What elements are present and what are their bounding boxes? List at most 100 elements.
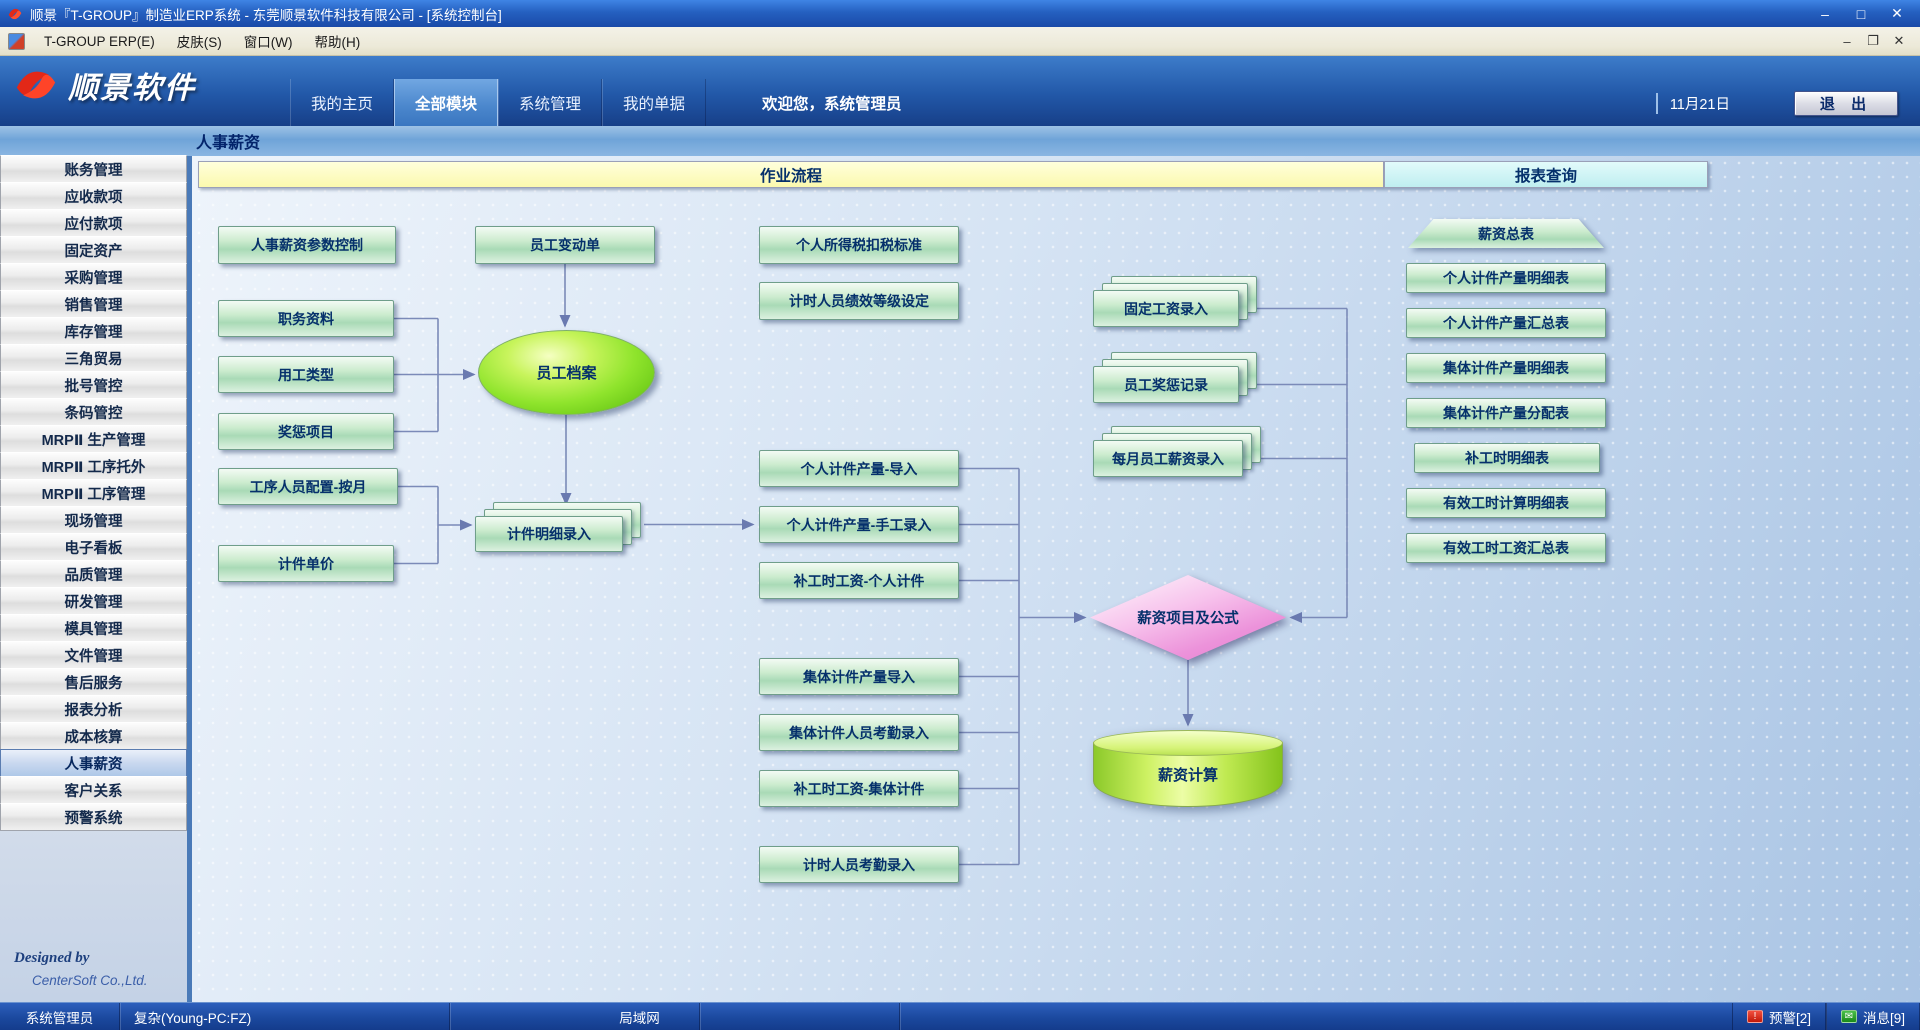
sidebar-item-batch-control[interactable]: 批号管控 (0, 371, 187, 399)
module-title: 人事薪资 (196, 135, 261, 152)
brand: 顺景软件 (10, 62, 196, 108)
flow-node-emp-reward[interactable]: 员工奖惩记录 (1093, 366, 1239, 403)
sidebar-item-report-analysis[interactable]: 报表分析 (0, 695, 187, 723)
status-messages[interactable]: ✉ 消息[9] (1825, 1003, 1920, 1030)
sidebar-item-shopfloor[interactable]: 现场管理 (0, 506, 187, 534)
status-alerts[interactable]: ! 预警[2] (1731, 1003, 1826, 1030)
tab-system-management[interactable]: 系统管理 (498, 79, 602, 126)
alerts-label: 预警[2] (1768, 1010, 1811, 1026)
flow-node-emp-file[interactable]: 员工档案 (478, 330, 655, 415)
tab-my-documents[interactable]: 我的单据 (602, 79, 706, 126)
messages-label: 消息[9] (1862, 1010, 1905, 1026)
flow-node-hourly-attend[interactable]: 计时人员考勤录入 (759, 846, 959, 883)
sidebar-item-mold[interactable]: 模具管理 (0, 614, 187, 642)
flow-node-group-attend[interactable]: 集体计件人员考勤录入 (759, 714, 959, 751)
menu-window[interactable]: 窗口(W) (243, 35, 293, 50)
sidebar-item-rnd[interactable]: 研发管理 (0, 587, 187, 615)
report-item-personal-output-summary[interactable]: 个人计件产量汇总表 (1406, 308, 1606, 338)
flow-node-piece-detail-stack: 计件明细录入 (475, 502, 641, 552)
flow-node-proc-config[interactable]: 工序人员配置-按月 (218, 468, 398, 505)
flow-node-piece-price[interactable]: 计件单价 (218, 545, 394, 582)
flow-node-reward-item[interactable]: 奖惩项目 (218, 413, 394, 450)
main-nav: 我的主页 全部模块 系统管理 我的单据 欢迎您，系统管理员 (290, 79, 902, 126)
status-bar: 系统管理员 复杂(Young-PC:FZ) 局域网 ! 预警[2] ✉ 消息[9… (0, 1002, 1920, 1030)
sidebar-item-e-kanban[interactable]: 电子看板 (0, 533, 187, 561)
flow-node-salary-calc[interactable]: 薪资计算 (1093, 730, 1283, 807)
tab-my-home[interactable]: 我的主页 (290, 79, 394, 126)
flow-node-emp-type[interactable]: 用工类型 (218, 356, 394, 393)
app-logo-icon (8, 8, 22, 19)
flowchart-canvas: 作业流程 报表查询 人事薪资参数控制 员工变动单 个人所得税扣税标准 计时人员绩… (192, 156, 1920, 1002)
flow-node-fixed-salary[interactable]: 固定工资录入 (1093, 290, 1239, 327)
sidebar-item-mrp2-outsourcing[interactable]: MRPⅡ 工序托外 (0, 452, 187, 480)
menu-bar: T-GROUP ERP(E) 皮肤(S) 窗口(W) 帮助(H) – ❐ ✕ (0, 27, 1920, 56)
date-label: 11月21日 (1655, 93, 1730, 114)
mdi-close-button[interactable]: ✕ (1893, 33, 1905, 48)
report-item-personal-output-detail[interactable]: 个人计件产量明细表 (1406, 263, 1606, 293)
flow-node-personal-manual[interactable]: 个人计件产量-手工录入 (759, 506, 959, 543)
sidebar-item-receivables[interactable]: 应收款项 (0, 182, 187, 210)
report-item-extra-hours-detail[interactable]: 补工时明细表 (1414, 443, 1600, 473)
report-item-salary-summary[interactable]: 薪资总表 (1408, 219, 1604, 248)
sidebar-item-alert-system[interactable]: 预警系统 (0, 803, 187, 831)
company-text: CenterSoft Co.,Ltd. (32, 973, 148, 988)
designed-by-text: Designed by (14, 950, 90, 966)
menu-tgroup-erp[interactable]: T-GROUP ERP(E) (44, 33, 155, 49)
menu-help[interactable]: 帮助(H) (314, 35, 361, 50)
flow-node-monthly-salary[interactable]: 每月员工薪资录入 (1093, 440, 1243, 477)
sidebar-item-hr-payroll[interactable]: 人事薪资 (0, 749, 187, 777)
status-network: 局域网 (580, 1003, 700, 1030)
sidebar-item-inventory[interactable]: 库存管理 (0, 317, 187, 345)
flow-node-salary-formula[interactable]: 薪资项目及公式 (1090, 575, 1286, 660)
flow-node-emp-reward-stack: 员工奖惩记录 (1093, 352, 1257, 403)
flow-node-piece-detail[interactable]: 计件明细录入 (475, 516, 623, 552)
window-minimize-button[interactable]: – (1821, 5, 1829, 22)
sidebar-item-sales[interactable]: 销售管理 (0, 290, 187, 318)
flow-node-job-info[interactable]: 职务资料 (218, 300, 394, 337)
sidebar-item-mrp2-process[interactable]: MRPⅡ 工序管理 (0, 479, 187, 507)
sidebar-item-payables[interactable]: 应付款项 (0, 209, 187, 237)
report-item-group-output-detail[interactable]: 集体计件产量明细表 (1406, 353, 1606, 383)
flow-node-extra-personal[interactable]: 补工时工资-个人计件 (759, 562, 959, 599)
flow-node-personal-import[interactable]: 个人计件产量-导入 (759, 450, 959, 487)
sidebar-item-documents[interactable]: 文件管理 (0, 641, 187, 669)
report-item-effective-wage-summary[interactable]: 有效工时工资汇总表 (1406, 533, 1606, 563)
flow-node-param-control[interactable]: 人事薪资参数控制 (218, 226, 396, 264)
menu-skin[interactable]: 皮肤(S) (176, 35, 222, 50)
sidebar-item-purchasing[interactable]: 采购管理 (0, 263, 187, 291)
window-close-button[interactable]: ✕ (1891, 5, 1903, 21)
report-item-group-output-allocation[interactable]: 集体计件产量分配表 (1406, 398, 1606, 428)
flow-node-hourly-grade[interactable]: 计时人员绩效等级设定 (759, 282, 959, 320)
sidebar-item-after-sales[interactable]: 售后服务 (0, 668, 187, 696)
salary-calc-label: 薪资计算 (1157, 767, 1218, 784)
flow-node-tax-standard[interactable]: 个人所得税扣税标准 (759, 226, 959, 264)
mdi-restore-button[interactable]: ❐ (1867, 33, 1879, 48)
exit-button[interactable]: 退 出 (1794, 91, 1898, 116)
sidebar-item-triangle-trade[interactable]: 三角贸易 (0, 344, 187, 372)
status-user: 系统管理员 (0, 1003, 120, 1030)
report-item-effective-hours-detail[interactable]: 有效工时计算明细表 (1406, 488, 1606, 518)
flow-node-extra-group[interactable]: 补工时工资-集体计件 (759, 770, 959, 807)
brand-logo-icon (16, 71, 56, 99)
flow-connectors (394, 264, 1348, 866)
mdi-minimize-button[interactable]: – (1843, 33, 1851, 49)
module-sidebar: 账务管理 应收款项 应付款项 固定资产 采购管理 销售管理 库存管理 三角贸易 … (0, 155, 192, 1002)
cylinder-top (1093, 730, 1283, 756)
sidebar-item-barcode-control[interactable]: 条码管控 (0, 398, 187, 426)
status-empty (700, 1003, 900, 1030)
sidebar-item-crm[interactable]: 客户关系 (0, 776, 187, 804)
module-subheader: 人事薪资 (0, 126, 1920, 156)
mail-icon: ✉ (1840, 1010, 1857, 1023)
flow-node-emp-change[interactable]: 员工变动单 (475, 226, 655, 264)
welcome-text: 欢迎您，系统管理员 (762, 95, 902, 113)
flow-node-group-import[interactable]: 集体计件产量导入 (759, 658, 959, 695)
window-maximize-button[interactable]: □ (1856, 5, 1866, 22)
sidebar-footer: Designed by CenterSoft Co.,Ltd. (0, 950, 187, 1002)
tab-all-modules[interactable]: 全部模块 (394, 79, 498, 126)
sidebar-item-accounting[interactable]: 账务管理 (0, 155, 187, 183)
app-header: 顺景软件 我的主页 全部模块 系统管理 我的单据 欢迎您，系统管理员 11月21… (0, 56, 1920, 126)
sidebar-item-fixed-assets[interactable]: 固定资产 (0, 236, 187, 264)
sidebar-item-cost-accounting[interactable]: 成本核算 (0, 722, 187, 750)
sidebar-item-mrp2-production[interactable]: MRPⅡ 生产管理 (0, 425, 187, 453)
sidebar-item-quality[interactable]: 品质管理 (0, 560, 187, 588)
